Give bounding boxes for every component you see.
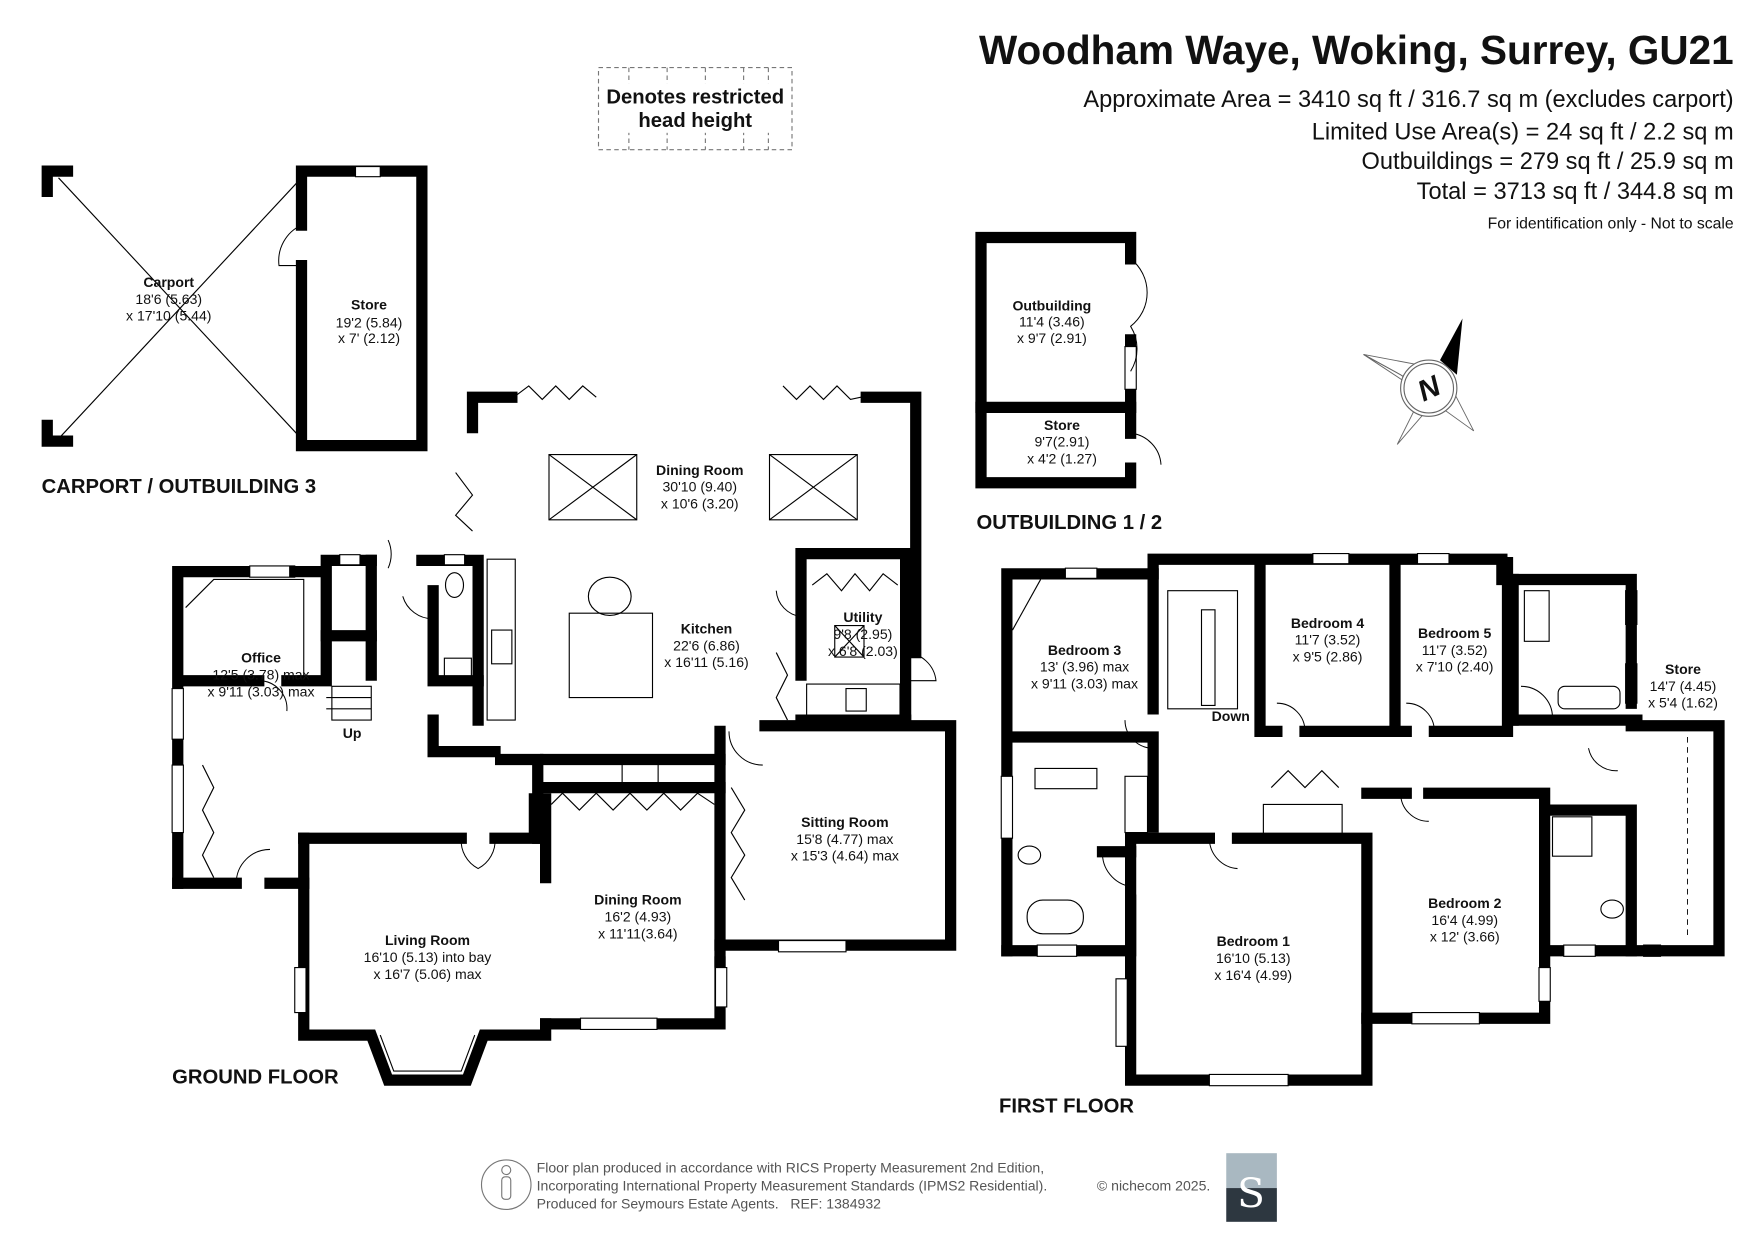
ob-store-label: Store — [1044, 417, 1080, 433]
footer-line1: Floor plan produced in accordance with R… — [537, 1159, 1045, 1175]
utility-dim2: x 6'8 (2.03) — [828, 643, 898, 659]
bed3-label: Bedroom 3 — [1048, 642, 1122, 658]
restricted-height-legend: Denotes restricted head height — [597, 66, 793, 151]
ff-store-dim1: 14'7 (4.45) — [1650, 678, 1717, 694]
dining-label: Dining Room — [594, 892, 681, 908]
stairs-down-label: Down — [1212, 708, 1250, 724]
ground-floor-plan — [171, 385, 957, 1086]
dining-big-dim2: x 10'6 (3.20) — [661, 496, 739, 512]
kitchen-label: Kitchen — [681, 620, 733, 636]
office-dim1: 12'5 (3.78) max — [212, 667, 309, 683]
property-title: Woodham Waye, Woking, Surrey, GU21 — [979, 27, 1734, 73]
legend-line2: head height — [638, 110, 752, 132]
kitchen-dim2: x 16'11 (5.16) — [664, 654, 748, 670]
footer-line3: Produced for Seymours Estate Agents. REF… — [537, 1195, 882, 1211]
store3-label: Store — [351, 296, 387, 312]
bed2-dim2: x 12' (3.66) — [1430, 929, 1500, 945]
bed5-dim1: 11'7 (3.52) — [1422, 642, 1488, 658]
logo-letter: S — [1237, 1169, 1265, 1217]
ob-store-dim1: 9'7(2.91) — [1034, 434, 1089, 450]
utility-label: Utility — [843, 609, 882, 625]
bed1-dim1: 16'10 (5.13) — [1216, 950, 1291, 966]
scale-note: For identification only - Not to scale — [1488, 215, 1734, 232]
section-ground: GROUND FLOOR — [172, 1066, 339, 1088]
outbuilding-dim1: 11'4 (3.46) — [1019, 313, 1085, 329]
bed2-dim1: 16'4 (4.99) — [1431, 912, 1498, 928]
outbuildings-area: Outbuildings = 279 sq ft / 25.9 sq m — [1362, 149, 1734, 175]
total-area: Total = 3713 sq ft / 344.8 sq m — [1417, 179, 1734, 205]
living-dim2: x 16'7 (5.06) max — [373, 966, 481, 982]
bed4-label: Bedroom 4 — [1291, 615, 1365, 631]
living-dim1: 16'10 (5.13) into bay — [364, 949, 492, 965]
living-label: Living Room — [385, 932, 470, 948]
first-floor-plan — [1000, 553, 1725, 1087]
person-icon — [480, 1159, 532, 1210]
dining-dim2: x 11'11(3.64) — [598, 925, 677, 941]
outbuilding-label: Outbuilding — [1012, 298, 1091, 314]
carport-plan — [41, 165, 428, 452]
legend-line1: Denotes restricted — [606, 87, 784, 109]
sitting-dim1: 15'8 (4.77) max — [796, 831, 893, 847]
kitchen-dim1: 22'6 (6.86) — [673, 637, 740, 653]
bed5-label: Bedroom 5 — [1418, 625, 1492, 641]
carport-label: Carport — [143, 274, 194, 290]
office-label: Office — [241, 650, 281, 666]
ff-store-label: Store — [1665, 661, 1701, 677]
footer-line2: Incorporating International Property Mea… — [537, 1177, 1048, 1193]
outbuilding-dim2: x 9'7 (2.91) — [1017, 330, 1087, 346]
ff-store-dim2: x 5'4 (1.62) — [1648, 695, 1718, 711]
ob-store-dim2: x 4'2 (1.27) — [1027, 451, 1097, 467]
carport-dim1: 18'6 (5.63) — [135, 291, 202, 307]
bed1-dim2: x 16'4 (4.99) — [1214, 967, 1292, 983]
dining-dim1: 16'2 (4.93) — [605, 908, 672, 924]
bed4-dim2: x 9'5 (2.86) — [1293, 649, 1363, 665]
carport-dim2: x 17'10 (5.44) — [126, 308, 211, 324]
sitting-label: Sitting Room — [801, 814, 888, 830]
sitting-dim2: x 15'3 (4.64) max — [791, 848, 899, 864]
bed5-dim2: x 7'10 (2.40) — [1416, 659, 1494, 675]
bed4-dim1: 11'7 (3.52) — [1295, 632, 1361, 648]
outbuilding-plan — [975, 231, 1162, 489]
dining-big-dim1: 30'10 (9.40) — [662, 479, 737, 495]
stairs-up-label: Up — [343, 725, 362, 741]
limited-use-area: Limited Use Area(s) = 24 sq ft / 2.2 sq … — [1312, 120, 1734, 146]
dining-big-label: Dining Room — [656, 462, 743, 478]
section-first: FIRST FLOOR — [999, 1096, 1134, 1118]
bed2-label: Bedroom 2 — [1428, 895, 1502, 911]
header: Woodham Waye, Woking, Surrey, GU21 Appro… — [979, 27, 1734, 232]
compass-icon: N — [1363, 318, 1475, 445]
footer: Floor plan produced in accordance with R… — [480, 1153, 1277, 1222]
store3-dim2: x 7' (2.12) — [338, 330, 400, 346]
store3-dim1: 19'2 (5.84) — [336, 314, 403, 330]
section-carport: CARPORT / OUTBUILDING 3 — [42, 476, 317, 498]
office-dim2: x 9'11 (3.03) max — [207, 683, 314, 699]
section-outbuilding: OUTBUILDING 1 / 2 — [977, 512, 1163, 534]
bed3-dim1: 13' (3.96) max — [1040, 659, 1129, 675]
seymours-logo: S — [1226, 1153, 1277, 1222]
bed3-dim2: x 9'11 (3.03) max — [1031, 676, 1138, 692]
approximate-area: Approximate Area = 3410 sq ft / 316.7 sq… — [1083, 87, 1733, 113]
footer-copyright: © nichecom 2025. — [1097, 1177, 1210, 1193]
utility-dim1: 9'8 (2.95) — [833, 626, 892, 642]
bed1-label: Bedroom 1 — [1217, 933, 1291, 949]
